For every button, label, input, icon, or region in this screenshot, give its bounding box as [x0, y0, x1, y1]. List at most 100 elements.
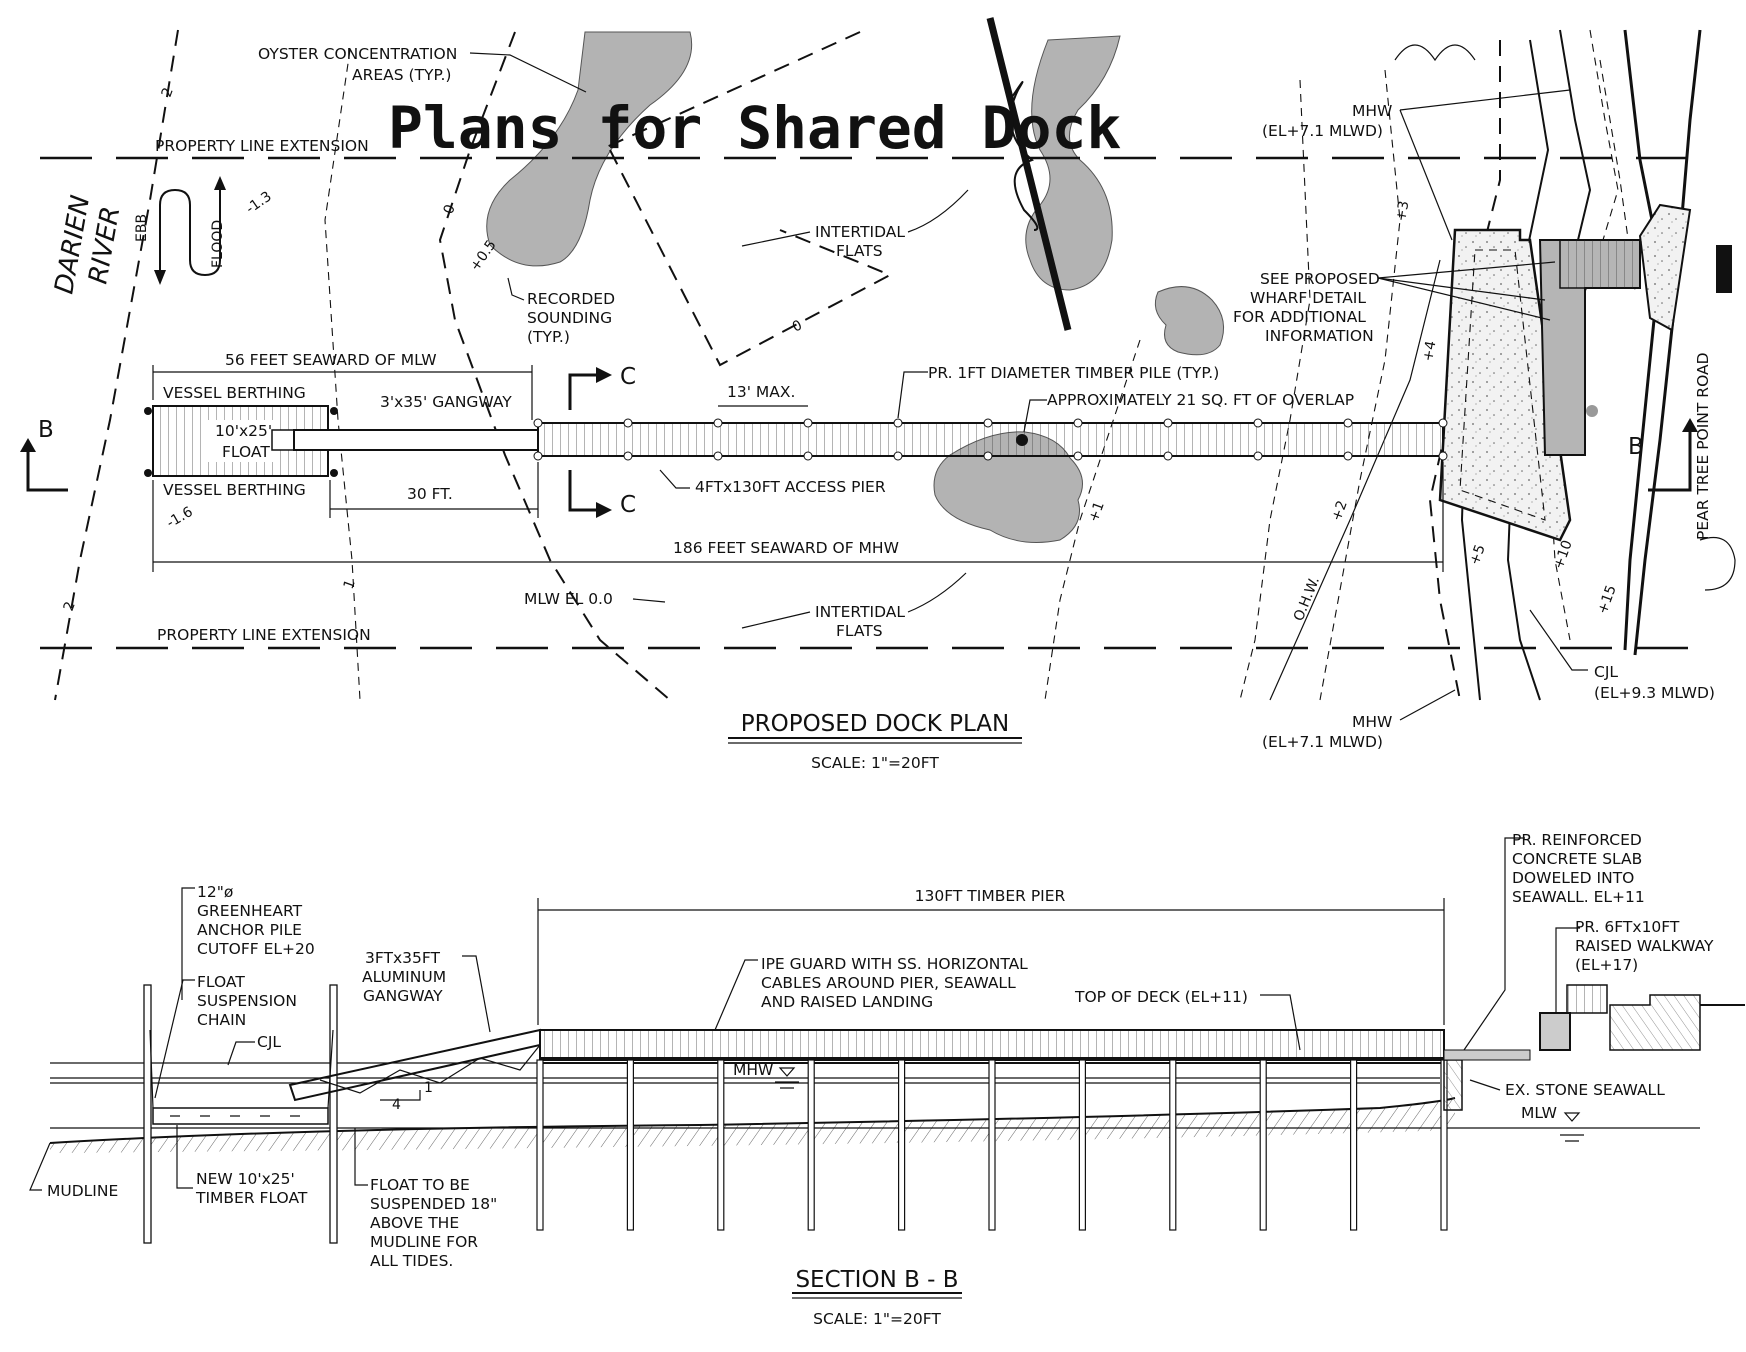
- timber-pier-label: 130FT TIMBER PIER: [915, 887, 1066, 905]
- anchor-pile-label: 12"ø: [197, 883, 233, 901]
- cjl-label: CJL: [1594, 663, 1618, 681]
- cjl-section-label: CJL: [257, 1033, 281, 1051]
- anchor-pile: [329, 984, 338, 1244]
- pier-deck: [539, 1029, 1445, 1061]
- ipe-guard-label: CABLES AROUND PIER, SEAWALL: [761, 974, 1016, 992]
- raised-walkway-sec: [1539, 1012, 1571, 1051]
- slab-label: DOWELED INTO: [1512, 869, 1634, 887]
- tree-outline: [1394, 44, 1476, 62]
- wharf-label: SEE PROPOSED: [1260, 270, 1380, 288]
- contour-line: [1319, 69, 1401, 701]
- flood-label: FLOOD: [210, 220, 226, 268]
- anchor-pile: [330, 469, 338, 477]
- pier-pile: [897, 1059, 906, 1231]
- intertidal-label: INTERTIDAL: [815, 223, 905, 241]
- float-label-bg: [206, 420, 276, 462]
- property-line-label: PROPERTY LINE EXTENSION: [157, 626, 371, 644]
- ipe-guard-label: AND RAISED LANDING: [761, 993, 933, 1011]
- oyster-area: [1154, 286, 1225, 356]
- thirty-ft-label: 30 FT.: [407, 485, 453, 503]
- float-chain-label: SUSPENSION: [197, 992, 297, 1010]
- walkway-guard: [1566, 984, 1608, 1014]
- mudline: [49, 1097, 1456, 1144]
- contour-label: +15: [1595, 583, 1620, 616]
- new-float-label: TIMBER FLOAT: [195, 1189, 308, 1207]
- contour-line: [599, 31, 861, 151]
- plan-view: [20, 17, 1736, 744]
- section-scale: SCALE: 1"=20FT: [813, 1310, 941, 1328]
- leader: [176, 1125, 193, 1189]
- leader: [29, 1142, 51, 1191]
- leader: [907, 572, 967, 613]
- pier-pile: [626, 1059, 635, 1231]
- leader: [507, 277, 525, 301]
- leader: [659, 469, 690, 489]
- mhw-label: MHW: [1352, 713, 1392, 731]
- slope-rise-label: 1: [424, 1080, 433, 1096]
- float-chain-label: FLOAT: [197, 973, 245, 991]
- pier-piles: [536, 1059, 1448, 1231]
- leader: [907, 189, 969, 233]
- section-b-arrow: [1682, 418, 1698, 432]
- road-marker: [1716, 245, 1732, 293]
- contour-label: +2: [1329, 498, 1351, 523]
- contour-label: +1: [1086, 499, 1108, 524]
- gangway-slope: [380, 1090, 421, 1101]
- leader: [1377, 277, 1551, 321]
- seaward-mlw-label: 56 FEET SEAWARD OF MLW: [225, 351, 437, 369]
- leader: [462, 955, 491, 1033]
- contour-label: -1.3: [243, 188, 275, 217]
- mhw-symbol: [778, 1067, 796, 1077]
- float-label: 10'x25': [215, 422, 272, 440]
- contour-line: [324, 49, 361, 701]
- section-title: SECTION B - B: [795, 1267, 958, 1293]
- slab-label: SEAWALL. EL+11: [1512, 888, 1645, 906]
- leader: [632, 598, 666, 603]
- new-float-label: NEW 10'x25': [196, 1170, 295, 1188]
- contour-line: [1044, 339, 1141, 701]
- gangway-section-label: 3FTx35FT: [365, 949, 441, 967]
- walkway-label: RAISED WALKWAY: [1575, 937, 1714, 955]
- slope-run-label: 4: [392, 1097, 401, 1113]
- shoreline: [1623, 29, 1662, 651]
- anchor-pile: [330, 407, 338, 415]
- wharf-label: FOR ADDITIONAL: [1233, 308, 1366, 326]
- contour-line: [54, 29, 179, 701]
- overlap-marker: [1016, 434, 1028, 446]
- oyster-label: OYSTER CONCENTRATION: [258, 45, 457, 63]
- pier-pile: [536, 1059, 544, 1231]
- concrete-slab: [1443, 1049, 1531, 1061]
- ohw-label: O.H.W.: [1291, 575, 1323, 624]
- survey-point: [1586, 405, 1598, 417]
- leader: [354, 1128, 368, 1186]
- section-c-arrow: [596, 502, 612, 518]
- shoreline: [1633, 29, 1702, 656]
- section-c-label: C: [620, 492, 636, 518]
- gangway-label: 3'x35' GANGWAY: [380, 393, 512, 411]
- mhw-symbol-lines: [775, 1081, 799, 1089]
- leader: [714, 959, 758, 1031]
- contour-line: [438, 31, 671, 701]
- pier-pile: [1349, 1059, 1358, 1231]
- section-b-arrow: [20, 438, 36, 452]
- float-suspended-label: ABOVE THE: [370, 1214, 459, 1232]
- plan-title: PROPOSED DOCK PLAN: [741, 711, 1010, 737]
- section-b-label: B: [38, 417, 54, 443]
- slab-label: CONCRETE SLAB: [1512, 850, 1642, 868]
- mhw-label: (EL+7.1 MLWD): [1262, 122, 1383, 140]
- stair: [1559, 239, 1641, 289]
- leader: [741, 231, 811, 247]
- leader: [181, 887, 195, 1000]
- seawall-label: EX. STONE SEAWALL: [1505, 1081, 1665, 1099]
- leader: [1529, 609, 1588, 671]
- oyster-area: [486, 31, 693, 267]
- contour-line: [1269, 259, 1441, 701]
- gangway-plan: [293, 429, 539, 451]
- contour-label: +5: [1467, 542, 1489, 567]
- mhw-label: MHW: [1352, 102, 1392, 120]
- timber-float: [152, 1107, 329, 1125]
- pier-pile: [988, 1059, 996, 1231]
- pile-label: PR. 1FT DIAMETER TIMBER PILE (TYP.): [928, 364, 1219, 382]
- contour-label: 0: [441, 203, 459, 217]
